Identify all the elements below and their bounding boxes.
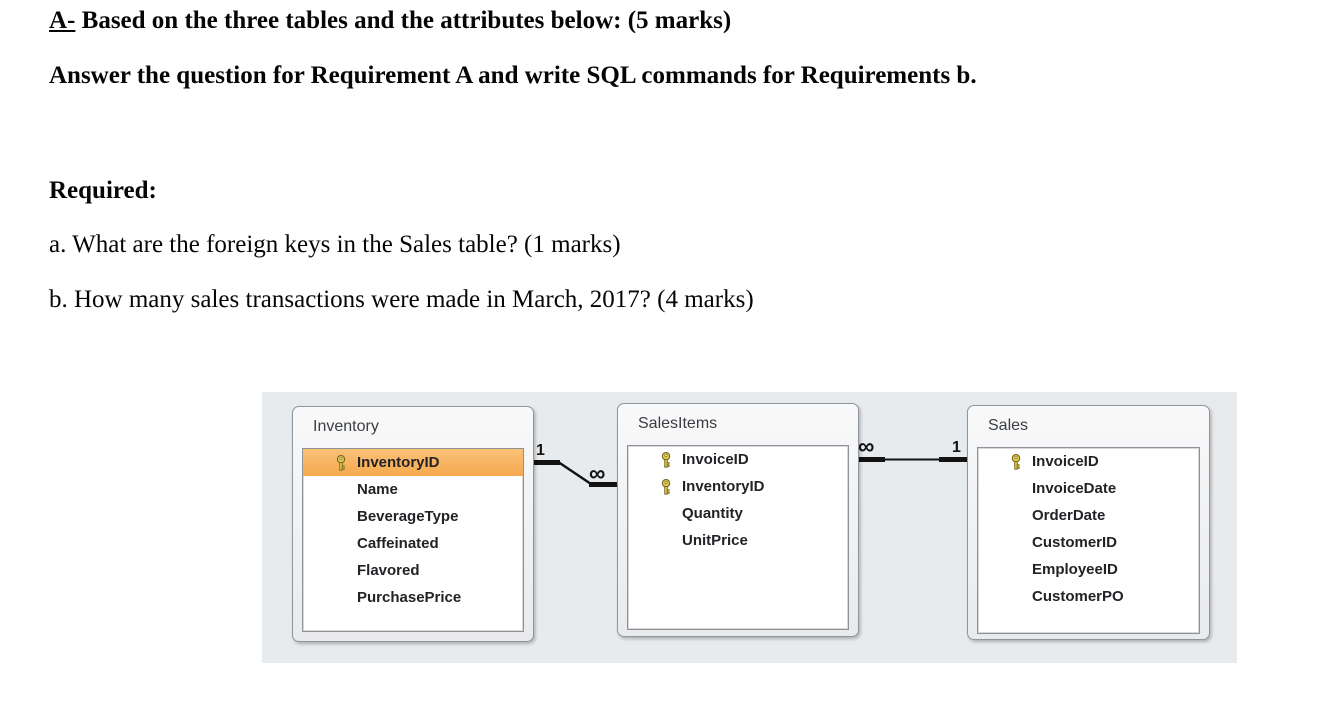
field-name: UnitPrice: [682, 532, 748, 549]
field-row-customerpo[interactable]: CustomerPO: [978, 583, 1199, 610]
primary-key-icon: [660, 478, 682, 495]
field-row-inventoryid[interactable]: InventoryID: [303, 449, 523, 476]
question-a: a. What are the foreign keys in the Sale…: [49, 231, 621, 258]
table-title: Inventory: [313, 418, 379, 435]
relationship-endpoint-bar: [939, 457, 967, 462]
field-row-employeeid[interactable]: EmployeeID: [978, 556, 1199, 583]
field-name: InventoryID: [357, 454, 440, 471]
cardinality-one-label: 1: [536, 442, 545, 459]
field-name: InvoiceID: [1032, 453, 1099, 470]
field-name: CustomerPO: [1032, 588, 1124, 605]
field-row-unitprice[interactable]: UnitPrice: [628, 527, 848, 554]
question-b: b. How many sales transactions were made…: [49, 286, 754, 313]
field-name: Flavored: [357, 562, 420, 579]
field-row-inventoryid[interactable]: InventoryID: [628, 473, 848, 500]
field-row-caffeinated[interactable]: Caffeinated: [303, 530, 523, 557]
field-row-invoiceid[interactable]: InvoiceID: [978, 448, 1199, 475]
field-row-name[interactable]: Name: [303, 476, 523, 503]
field-name: Caffeinated: [357, 535, 439, 552]
cardinality-many-icon: ∞: [858, 433, 875, 459]
field-name: OrderDate: [1032, 507, 1106, 524]
heading-text: Based on the three tables and the attrib…: [75, 7, 732, 34]
field-name: CustomerID: [1032, 534, 1118, 551]
field-row-beveragetype[interactable]: BeverageType: [303, 503, 523, 530]
table-title: SalesItems: [638, 415, 718, 432]
relationship-line: [558, 461, 592, 486]
field-row-purchaseprice[interactable]: PurchasePrice: [303, 584, 523, 611]
field-row-invoicedate[interactable]: InvoiceDate: [978, 475, 1199, 502]
field-row-invoiceid[interactable]: InvoiceID: [628, 446, 848, 473]
field-name: Quantity: [682, 505, 743, 522]
field-name: Name: [357, 481, 398, 498]
field-row-orderdate[interactable]: OrderDate: [978, 502, 1199, 529]
field-name: InvoiceDate: [1032, 480, 1117, 497]
relationship-endpoint-bar: [530, 460, 560, 465]
field-name: InvoiceID: [682, 451, 749, 468]
primary-key-icon: [335, 454, 357, 471]
heading-section-label: A-: [49, 7, 76, 34]
field-name: EmployeeID: [1032, 561, 1118, 578]
field-name: PurchasePrice: [357, 589, 462, 606]
table-title: Sales: [988, 417, 1029, 434]
required-label: Required:: [49, 177, 157, 204]
cardinality-one-label: 1: [952, 439, 961, 456]
question-subheading: Answer the question for Requirement A an…: [49, 62, 977, 89]
field-name: BeverageType: [357, 508, 459, 525]
field-row-flavored[interactable]: Flavored: [303, 557, 523, 584]
field-row-quantity[interactable]: Quantity: [628, 500, 848, 527]
question-heading: A- Based on the three tables and the att…: [49, 7, 731, 35]
field-row-customerid[interactable]: CustomerID: [978, 529, 1199, 556]
primary-key-icon: [660, 451, 682, 468]
field-name: InventoryID: [682, 478, 765, 495]
primary-key-icon: [1010, 453, 1032, 470]
cardinality-many-icon: ∞: [589, 460, 606, 486]
